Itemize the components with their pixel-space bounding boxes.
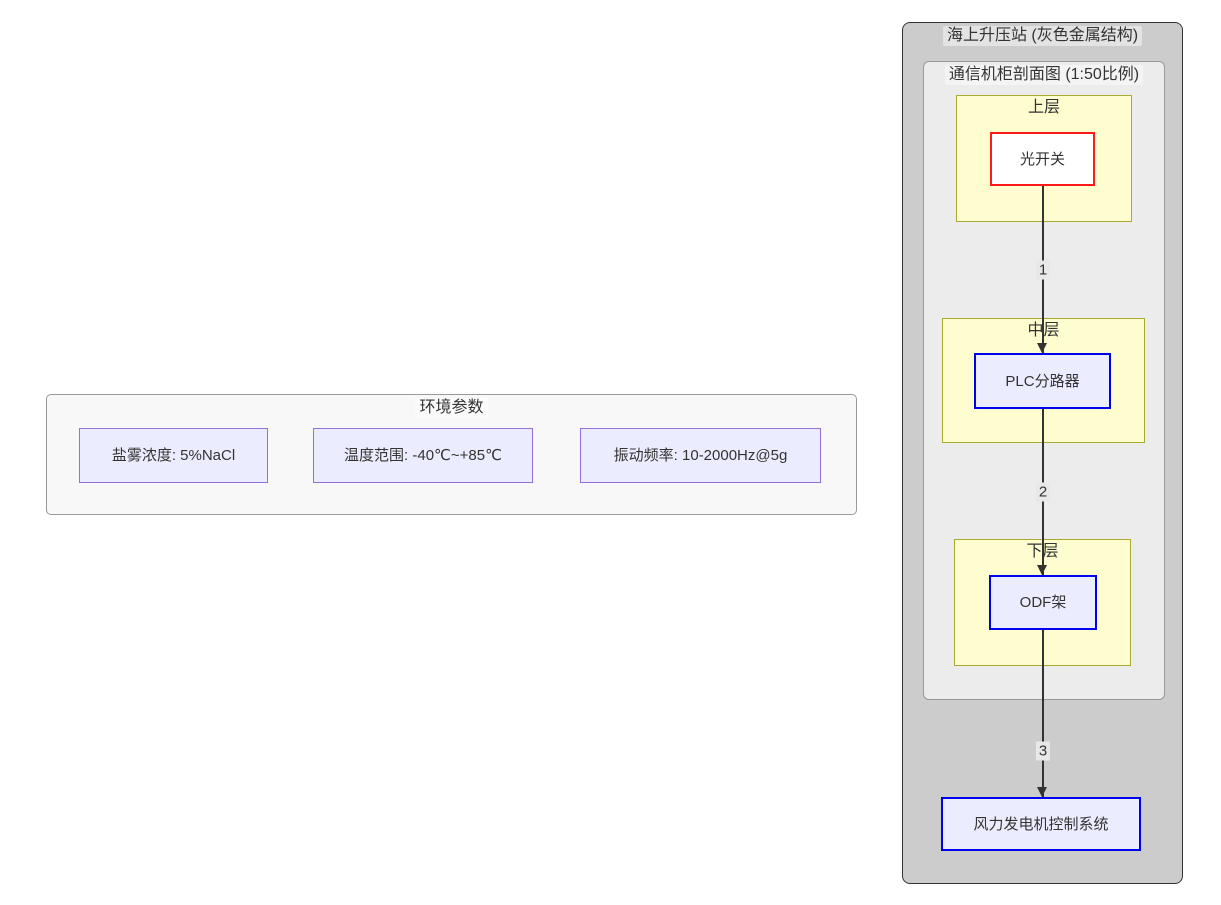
edge-3-arrowhead-icon [1037, 787, 1047, 797]
layer-upper: 上层 光开关 [956, 95, 1132, 222]
layer-middle-title: 中层 [943, 321, 1144, 341]
substation-cluster-title-text: 海上升压站 (灰色金属结构) [942, 26, 1143, 46]
substation-cluster-title: 海上升压站 (灰色金属结构) [903, 26, 1182, 46]
env-node-salt-fog: 盐雾浓度: 5%NaCl [79, 428, 268, 483]
cabinet-cluster-title-text: 通信机柜剖面图 (1:50比例) [944, 65, 1144, 85]
layer-middle: 中层 PLC分路器 [942, 318, 1145, 443]
env-cluster-title: 环境参数 [47, 398, 856, 418]
substation-cluster: 海上升压站 (灰色金属结构) 通信机柜剖面图 (1:50比例) 上层 光开关 中… [902, 22, 1183, 884]
edge-1-arrowhead-icon [1037, 343, 1047, 353]
node-odf-rack: ODF架 [989, 575, 1097, 630]
node-optical-switch: 光开关 [990, 132, 1095, 186]
env-node-vibration-frequency: 振动频率: 10-2000Hz@5g [580, 428, 821, 483]
edge-1-label: 1 [1035, 260, 1051, 280]
layer-upper-title: 上层 [1027, 99, 1060, 116]
edge-2-arrowhead-icon [1037, 565, 1047, 575]
cabinet-cluster-title: 通信机柜剖面图 (1:50比例) [924, 65, 1164, 85]
node-wind-turbine-control-system: 风力发电机控制系统 [941, 797, 1141, 851]
env-node-temperature-range: 温度范围: -40℃~+85℃ [313, 428, 533, 483]
edge-2-label: 2 [1035, 482, 1051, 502]
edge-3-line [1042, 630, 1044, 797]
env-cluster-title-text: 环境参数 [415, 398, 488, 418]
node-plc-splitter: PLC分路器 [974, 353, 1111, 409]
env-parameters-cluster: 环境参数 盐雾浓度: 5%NaCl 温度范围: -40℃~+85℃ 振动频率: … [46, 394, 857, 515]
edge-3-label: 3 [1035, 741, 1051, 761]
cabinet-cluster: 通信机柜剖面图 (1:50比例) 上层 光开关 中层 PLC分路器 下层 ODF… [923, 61, 1165, 700]
